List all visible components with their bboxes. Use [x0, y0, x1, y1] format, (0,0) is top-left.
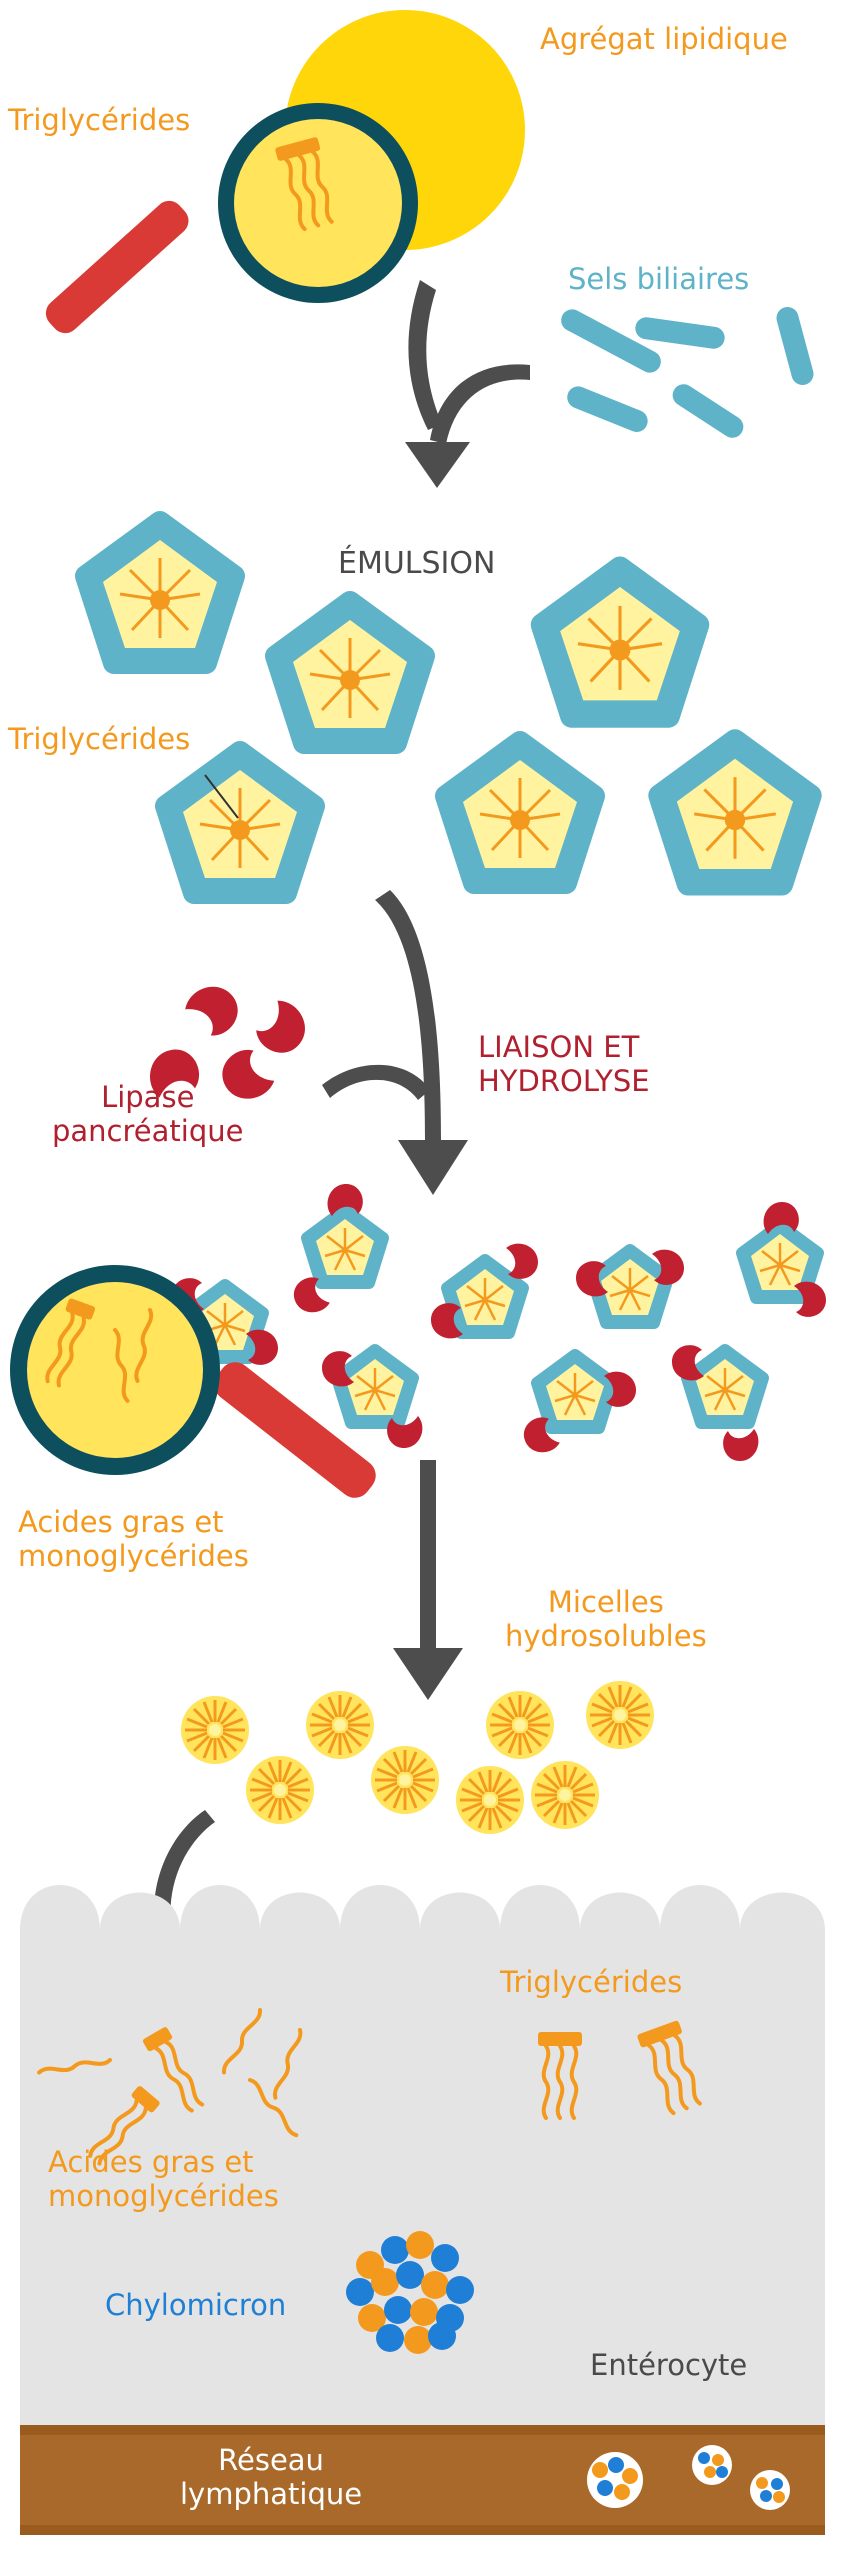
- fatty-acids-line2: monoglycérides: [18, 1539, 249, 1574]
- micelles-label: Micelles hydrosolubles: [505, 1585, 707, 1653]
- binding-line2: HYDROLYSE: [478, 1064, 650, 1099]
- enterocyte-label: Entérocyte: [590, 2348, 748, 2382]
- binding-line1: LIAISON ET: [478, 1030, 640, 1064]
- chylomicron-icon: [344, 2224, 476, 2356]
- micelles: [179, 1679, 656, 1836]
- bile-salts-label: Sels biliaires: [568, 262, 750, 296]
- fatty-acids-cell-line2: monoglycérides: [48, 2179, 279, 2214]
- enterocyte-cell: [20, 1885, 825, 2425]
- micelles-line2: hydrosolubles: [505, 1619, 707, 1654]
- triglycerides-label-top: Triglycérides: [8, 103, 191, 137]
- binding-hydrolysis-label: LIAISON ET HYDROLYSE: [478, 1030, 650, 1098]
- triglycerides-label-mid: Triglycérides: [8, 722, 191, 756]
- bile-salts-icon: [561, 306, 814, 438]
- lymph-line1: Réseau: [218, 2443, 324, 2477]
- micelles-line1: Micelles: [547, 1585, 664, 1619]
- lipase-line1: Lipase: [101, 1080, 195, 1114]
- lipase-label: Lipase pancréatique: [52, 1080, 243, 1148]
- fatty-acids-cell-label: Acides gras et monoglycérides: [48, 2145, 279, 2213]
- lipid-aggregate-label: Agrégat lipidique: [540, 22, 788, 56]
- lymph-line2: lymphatique: [180, 2477, 363, 2512]
- lipase-line2: pancréatique: [52, 1114, 244, 1149]
- fatty-acids-cell-line1: Acides gras et: [48, 2145, 254, 2179]
- fatty-acids-line1: Acides gras et: [18, 1505, 224, 1539]
- triglycerides-label-cell: Triglycérides: [500, 1965, 683, 1999]
- magnifier-icon: [45, 103, 418, 334]
- magnifier-icon-2: [10, 1265, 376, 1498]
- lymph-label: Réseau lymphatique: [180, 2443, 362, 2511]
- pointer-line: [204, 774, 239, 819]
- fatty-acids-label: Acides gras et monoglycérides: [18, 1505, 249, 1573]
- emulsion-label: ÉMULSION: [338, 546, 496, 581]
- chylomicron-label: Chylomicron: [105, 2288, 287, 2322]
- lymph-chylomicrons: [587, 2445, 790, 2510]
